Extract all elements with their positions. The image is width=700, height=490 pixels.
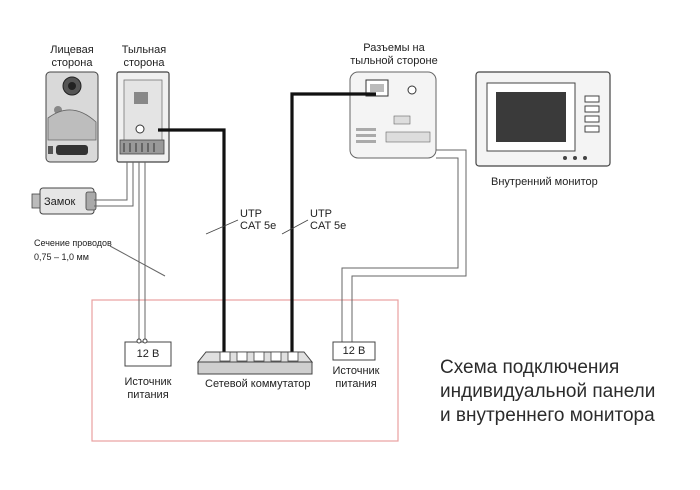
psu-right-voltage: 12 В — [342, 345, 366, 357]
inner-monitor-label: Внутренний монитор — [491, 176, 598, 188]
connectors-back-label: Разъемы на тыльной стороне — [350, 42, 438, 67]
left-power-supply — [124, 338, 172, 367]
wire-section-value: 0,75 – 1,0 мм — [34, 252, 89, 262]
inner-monitor-illustration — [475, 71, 611, 167]
scheme-title-line-1: Схема подключения — [440, 357, 620, 378]
scheme-title-line-3: и внутреннего монитора — [440, 405, 655, 426]
back-side-label: Тыльная сторона — [121, 44, 167, 69]
utp-left-label-2: CAT 5e — [240, 220, 277, 232]
utp-cables — [158, 92, 376, 356]
wire-section-title: Сечение проводов — [34, 238, 112, 248]
back-panel-illustration — [116, 71, 170, 163]
scheme-title-line-2: индивидуальной панели — [440, 381, 656, 402]
utp-left-label-1: UTP — [240, 208, 262, 220]
psu-left-voltage: 12 В — [136, 348, 160, 360]
network-switch — [196, 351, 314, 375]
network-switch-label: Сетевой коммутатор — [205, 378, 311, 390]
monitor-connector-panel — [349, 71, 437, 159]
psu-left-label: Источник питания — [124, 376, 172, 401]
lock-device — [31, 187, 97, 215]
front-side-label: Лицевая сторона — [50, 44, 94, 69]
utp-right-label-2: CAT 5e — [310, 220, 347, 232]
right-power-supply — [332, 341, 376, 361]
utp-leaders — [205, 219, 309, 235]
front-panel-illustration — [45, 71, 99, 163]
psu-right-label: Источник питания — [332, 365, 380, 390]
utp-right-label-1: UTP — [310, 208, 332, 220]
lock-label: Замок — [44, 196, 76, 208]
power-wires — [94, 149, 467, 342]
enclosure-box — [91, 299, 399, 442]
